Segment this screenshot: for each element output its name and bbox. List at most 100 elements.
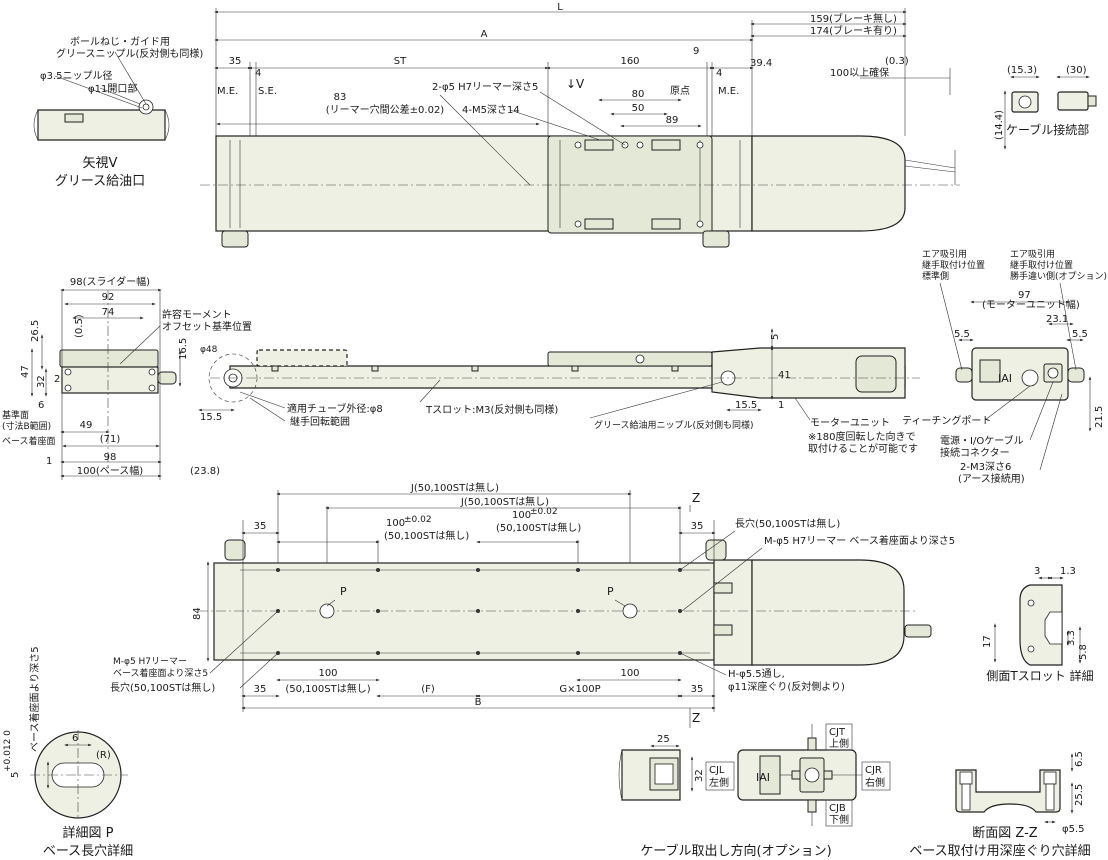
dim-26-5: 26.5: [30, 320, 41, 342]
z-bottom-label: Z: [692, 711, 700, 725]
dim-2: 2: [54, 374, 60, 385]
dim-97-note: (モーターユニット幅): [982, 298, 1080, 311]
dim-J2: J(50,100STは無し): [460, 495, 549, 508]
dim-25-5: 25.5: [1074, 784, 1085, 806]
air-opt-label3: 勝手違い側(オプション): [1010, 270, 1107, 282]
cable-dir-title: ケーブル取出し方向(オプション): [640, 843, 831, 859]
dim-71: (71): [100, 434, 121, 445]
dim-J1: J(50,100STは無し): [410, 481, 499, 494]
dim-39-4: 39.4: [750, 58, 772, 69]
dim-16-5: 16.5: [178, 338, 189, 360]
motor-unit-label: モーターユニット: [810, 417, 890, 429]
dim-21-5: 21.5: [1094, 406, 1105, 428]
dim-84: 84: [192, 607, 203, 620]
tol2: ±0.02: [530, 507, 558, 517]
dim-32b: 32: [694, 769, 705, 782]
dim-83-note: (リーマー穴間公差±0.02): [326, 103, 445, 116]
dim-6: 6: [38, 400, 44, 411]
cjb-label2: 下側: [829, 813, 849, 826]
dim-5p-note: ベース着座面より深さ5: [28, 646, 41, 752]
dim-15-3: (15.3): [1007, 65, 1037, 76]
m3-label1: 2-M3深さ6: [960, 461, 1011, 473]
top-motor: [751, 135, 906, 232]
me-right-label: M.E.: [718, 86, 739, 97]
logo-2: IAI: [756, 771, 770, 784]
dim-98b: 98: [104, 452, 117, 463]
power-io-label2: 接続コネクター: [940, 446, 1010, 459]
opening-label: φ11開口部: [88, 82, 137, 95]
air-opt-label2: 継手取付け位置: [1010, 259, 1073, 271]
top-slider: [547, 135, 713, 234]
power-io-label1: 電源・I/Oケーブル: [940, 434, 1024, 447]
section-title: 断面図 Z-Z: [972, 826, 1038, 841]
dim-5-5b: 5.5: [1072, 329, 1088, 340]
cable-connector-detail: (15.3) (30) (14.4) ケーブル接続部: [994, 65, 1097, 150]
detail-p: 6 (R) 5 +0.012 0 ベース着座面より深さ5 詳細図 P ベース長穴…: [3, 646, 133, 859]
bottom-body: [213, 562, 715, 661]
top-view: L A 159(ブレーキ無し) 174(ブレーキ有り) 35 4 ST 160 …: [200, 2, 960, 248]
slot-left: 長穴(50,100STは無し): [110, 681, 215, 694]
reamer-top-label: 2-φ5 H7リーマー深さ5: [432, 81, 538, 93]
front-end-view: 98(スライダー幅) 92 74 (0.5) 26.5 47 32 6 2 16…: [2, 275, 252, 480]
view-v-detail: ボールねじ・ガイド用 グリースニップル(反対側も同様) φ3.5ニップル径 φ1…: [33, 36, 203, 189]
tol1: ±0.02: [404, 515, 432, 525]
m3-label2: (アース接続用): [958, 472, 1025, 485]
tube-label: 適用チューブ外径:φ8: [287, 402, 383, 415]
ball-screw-label2: グリースニップル(反対側も同様): [56, 47, 203, 60]
cjr-label1: CJR: [865, 765, 882, 776]
dim-F: (F): [421, 684, 435, 695]
dim-35c: 35: [254, 521, 267, 532]
origin-label: 原点: [670, 85, 690, 97]
dim-30: (30): [1066, 65, 1087, 76]
dim-brake-with: 174(ブレーキ有り): [810, 24, 897, 37]
dim-25: 25: [657, 734, 670, 745]
note-no50a: (50,100STは無し): [384, 529, 469, 542]
cable-direction-option: 25 32 IAI CJT 上側 CJL 左側 CJR 右側 CJB 下側 ケー…: [618, 723, 891, 859]
dim-0-3: (0.3): [885, 56, 909, 67]
view-v-title: 矢視V: [83, 156, 118, 171]
dim-B: B: [475, 697, 482, 708]
dim-89: 89: [666, 115, 679, 126]
air-std-label1: エア吸引用: [922, 249, 967, 260]
dim-1: 1: [46, 456, 52, 467]
dim-35e: 35: [254, 684, 267, 695]
reamer-left1: M-φ5 H7リーマー: [113, 657, 187, 667]
dim-15-5b: 15.5: [735, 400, 757, 411]
dim-4b: 4: [716, 68, 722, 79]
dim-brake-none: 159(ブレーキ無し): [810, 12, 897, 25]
side-view: 5 41 1 15.5 15.5 φ48 適用チューブ外径:φ8 継手回転範囲 …: [198, 328, 920, 455]
dim-R: (R): [96, 750, 111, 761]
dim-47: 47: [20, 365, 31, 378]
dim-23-8: (23.8): [190, 466, 220, 477]
tslot-detail: 3 1.3 17 3.3 5.8 側面Tスロット 詳細: [982, 566, 1094, 683]
nipple-label: φ3.5ニップル径: [40, 69, 113, 82]
base-seat-label: ベース着座面: [2, 435, 56, 447]
dim-1b: 1: [778, 400, 784, 411]
dim-17: 17: [982, 635, 993, 648]
view-v-arrow: ↓V: [566, 77, 585, 91]
air-std-label3: 標準側: [922, 270, 949, 282]
dim-49: 49: [80, 420, 93, 431]
cjb-label1: CJB: [829, 803, 846, 814]
dim-1-3: 1.3: [1060, 566, 1076, 577]
grease-nipple-label: グリース給油用ニップル(反対側も同様): [594, 419, 754, 431]
dim-6p: 6: [72, 733, 78, 744]
base-ref-label1: 基準面: [2, 409, 29, 421]
rot-note1: ※180度回転した向きで: [808, 430, 915, 443]
h-hole-label2: φ11深座ぐり(反対側より): [728, 680, 845, 693]
dim-74: 74: [102, 307, 115, 318]
dim-5: 5: [770, 334, 781, 340]
dim-35d: 35: [691, 521, 704, 532]
tslot-detail-title: 側面Tスロット 詳細: [986, 668, 1093, 683]
note-no50c: (50,100STは無し): [285, 682, 370, 695]
p-mark-2: P: [607, 585, 614, 598]
dim-100-tol1: 100: [386, 518, 405, 529]
logo: IAI: [998, 372, 1012, 385]
dim-5-5a: 5.5: [954, 329, 970, 340]
dim-100-base: 100(ベース幅): [77, 464, 143, 477]
detail-p-title: 詳細図 P: [63, 825, 114, 841]
dim-100a: 100: [318, 668, 337, 679]
dim-97: 97: [1018, 290, 1031, 301]
dim-14-4: (14.4): [994, 110, 1005, 140]
dim-41: 41: [778, 370, 791, 381]
